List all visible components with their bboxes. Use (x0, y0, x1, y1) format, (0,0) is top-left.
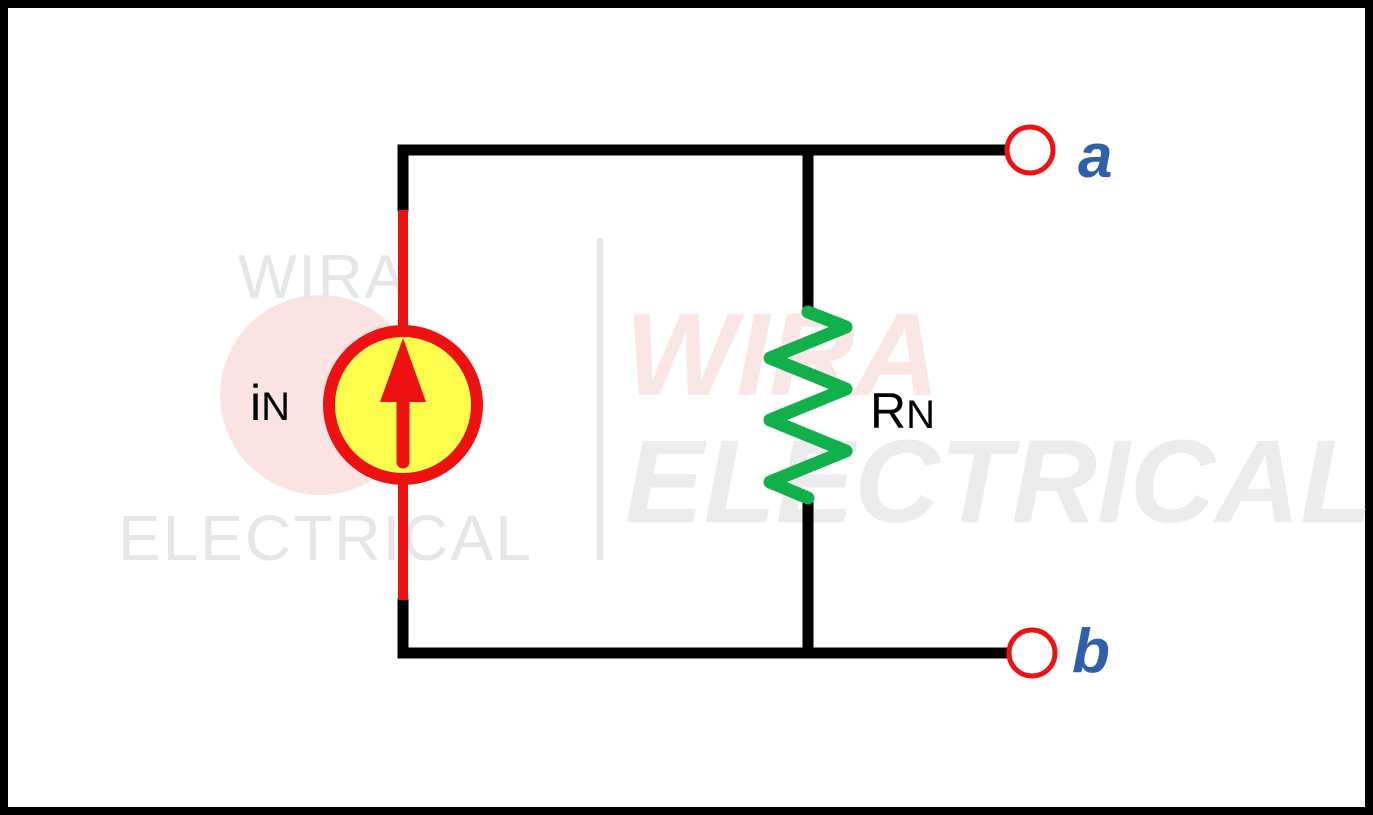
terminal-a-label: a (1078, 122, 1112, 191)
wires (397, 144, 1014, 659)
source-label: iN (250, 375, 290, 431)
terminal-b-label: b (1072, 617, 1110, 686)
terminal-b-circle[interactable] (1006, 627, 1058, 679)
terminal-a-circle[interactable] (1004, 124, 1056, 176)
watermark-left-top: WIRA (238, 243, 408, 312)
arrow-up-icon (380, 338, 426, 402)
watermark-right: WIRA ELECTRICAL (625, 289, 1372, 548)
current-source (323, 325, 483, 485)
watermark-right-bottom: ELECTRICAL (625, 416, 1372, 548)
watermark-left-bottom: ELECTRICAL (118, 502, 533, 574)
terminal-a[interactable]: a (1004, 122, 1112, 191)
terminal-b[interactable]: b (1006, 617, 1110, 686)
resistor-zigzag (763, 305, 853, 505)
resistor-label: RN (870, 383, 935, 439)
